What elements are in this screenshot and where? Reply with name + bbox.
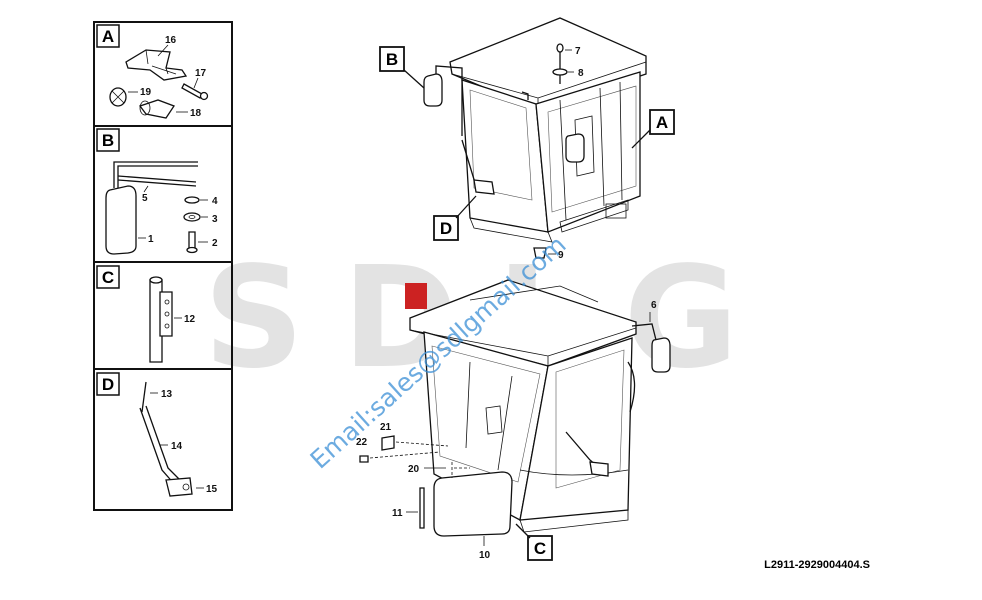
- panel-b: B 5 4 3 2 1: [96, 128, 218, 255]
- panel-b-letter: B: [102, 131, 114, 150]
- part-20: 20: [408, 464, 420, 475]
- mirror-1: [105, 185, 137, 255]
- part-22: 22: [356, 437, 368, 448]
- wiper-motor-15: [165, 477, 193, 497]
- lower-cab-mirror-6: [651, 337, 671, 373]
- sdlg-logo-red-square: [405, 283, 427, 309]
- lower-cab-drawing: 6 11 10 20 21 22: [356, 279, 671, 561]
- part-15: 15: [206, 484, 218, 495]
- callout-d: D: [433, 195, 477, 241]
- washer-3: [183, 212, 201, 222]
- part-14: 14: [171, 441, 183, 452]
- part-9: 9: [558, 250, 564, 261]
- bolt-17: [181, 83, 203, 99]
- part-12: 12: [184, 314, 196, 325]
- svg-text:C: C: [534, 539, 546, 558]
- part-13: 13: [161, 389, 173, 400]
- part-3: 3: [212, 214, 218, 225]
- panel-c-letter-box: [96, 265, 120, 289]
- panel-b-letter-box: [96, 128, 120, 152]
- upper-cab-drawing: 7 8 9: [423, 17, 647, 261]
- part-18: 18: [190, 108, 202, 119]
- part-19: 19: [140, 87, 152, 98]
- callout-b: B: [379, 46, 425, 89]
- svg-text:D: D: [440, 219, 452, 238]
- screw-22: [359, 455, 369, 463]
- fastener-9: [533, 247, 547, 259]
- part-1: 1: [148, 234, 154, 245]
- part-7: 7: [575, 46, 581, 57]
- clip-21: [381, 435, 395, 451]
- part-21: 21: [380, 422, 392, 433]
- part-4: 4: [212, 196, 218, 207]
- svg-text:A: A: [656, 113, 668, 132]
- mirror-arm-5: [113, 161, 198, 188]
- callout-a: A: [631, 109, 675, 149]
- panel-c-letter: C: [102, 268, 114, 287]
- panel-frame: [93, 21, 233, 511]
- part-6: 6: [651, 300, 657, 311]
- panel-a-letter: A: [102, 27, 114, 46]
- part-2: 2: [212, 238, 218, 249]
- panel-c: C 12: [96, 265, 196, 363]
- part-16: 16: [165, 35, 177, 46]
- upper-cab-mirror-2: [565, 133, 585, 163]
- part-5: 5: [142, 193, 148, 204]
- part-10: 10: [479, 550, 491, 561]
- wiper-blade-13: [141, 381, 147, 413]
- washer-4: [184, 196, 200, 204]
- panel-d-letter-box: [96, 372, 120, 396]
- panel-a: A 16 17 19 18: [96, 24, 209, 119]
- panel-d-letter: D: [102, 375, 114, 394]
- callout-c: C: [515, 523, 553, 561]
- svg-text:B: B: [386, 50, 398, 69]
- upper-mirror: [423, 73, 443, 107]
- door-10: [433, 471, 513, 537]
- part-17: 17: [195, 68, 207, 79]
- drawing-code: L2911-2929004404.S: [764, 559, 870, 571]
- part-11: 11: [392, 508, 403, 519]
- bracket-16: [125, 49, 188, 81]
- part-8: 8: [578, 68, 584, 79]
- bolt-2: [188, 231, 196, 249]
- rod-11: [419, 487, 425, 529]
- panel-a-letter-box: [96, 24, 120, 48]
- panel-d: D 13 14 15: [96, 372, 218, 497]
